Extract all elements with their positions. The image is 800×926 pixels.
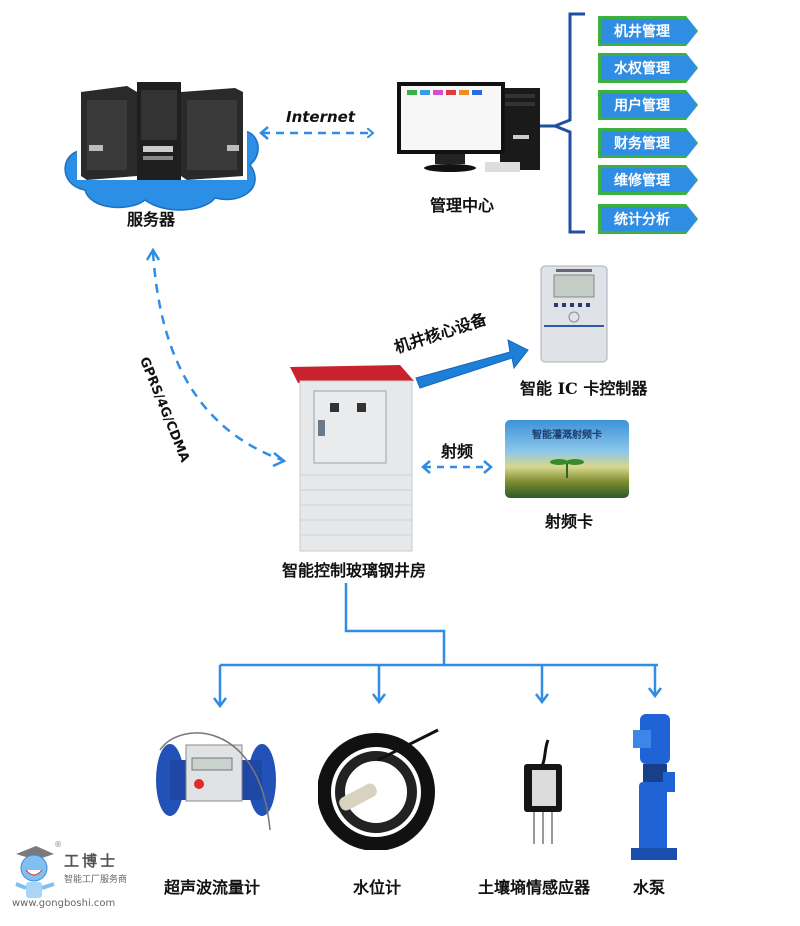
device-label: 水泵 <box>633 878 666 897</box>
internet-link-label: Internet <box>286 108 356 126</box>
menu-item-label: 维修管理 <box>614 173 670 189</box>
device-flow-meter[interactable]: 超声波流量计 <box>150 720 290 900</box>
device-water-level[interactable]: 水位计 <box>317 720 448 900</box>
logo-url[interactable]: www.gongboshi.com <box>12 898 116 909</box>
rf-link-arrow <box>421 460 493 474</box>
well-house-icon <box>290 365 414 552</box>
well-house-node[interactable]: 智能控制玻璃钢井房 <box>280 365 450 580</box>
sprout-icon <box>550 459 584 478</box>
management-center-node[interactable]: 管理中心 <box>395 80 545 215</box>
menu-item-shape <box>598 16 698 46</box>
menu-item-water-rights[interactable]: 水权管理 <box>598 53 698 83</box>
menu-item-label: 统计分析 <box>614 212 670 228</box>
menu-item-shape <box>598 204 698 234</box>
menu-item-shape <box>598 128 698 158</box>
ic-controller-node[interactable]: 智能 IC 卡控制器 <box>520 265 660 400</box>
internet-link-arrow <box>259 126 372 140</box>
menu-item-shape <box>598 53 698 83</box>
soil-moisture-sensor-icon <box>524 739 562 844</box>
rf-link-label: 射频 <box>441 442 474 461</box>
ic-controller-icon <box>540 265 608 363</box>
menu-item-label: 用户管理 <box>614 98 670 114</box>
server-rack-icon <box>77 80 247 180</box>
rf-card-title: 智能灌溉射频卡 <box>532 430 602 441</box>
rf-card-label: 射频卡 <box>545 512 594 531</box>
ic-controller-label: 智能 IC 卡控制器 <box>520 379 648 398</box>
device-water-pump[interactable]: 水泵 <box>625 710 705 900</box>
computer-icon <box>397 82 540 172</box>
flow-meter-icon <box>156 732 276 831</box>
water-level-sensor-icon <box>317 728 439 851</box>
menu-item-well-management[interactable]: 机井管理 <box>598 16 698 46</box>
menu-item-label: 财务管理 <box>614 136 670 152</box>
rf-card-image: 智能灌溉射频卡 <box>505 420 629 498</box>
server-node[interactable]: 服务器 <box>55 80 270 229</box>
menu-item-statistics[interactable]: 统计分析 <box>598 204 698 234</box>
rf-card-node[interactable]: 智能灌溉射频卡 射频卡 <box>505 420 635 531</box>
brand-logo: ® 工博士 智能工厂服务商 www.gongboshi.com <box>6 840 151 920</box>
menu-item-label: 水权管理 <box>614 61 670 77</box>
device-label: 超声波流量计 <box>164 878 261 897</box>
device-label: 土壤墒情感应器 <box>478 878 591 897</box>
water-pump-icon <box>631 714 677 860</box>
menu-item-user-management[interactable]: 用户管理 <box>598 90 698 120</box>
core-device-arrow <box>415 339 529 389</box>
menu-item-label: 机井管理 <box>614 24 670 40</box>
well-house-label: 智能控制玻璃钢井房 <box>282 561 427 580</box>
registered-mark: ® <box>54 840 62 849</box>
menu-bracket <box>550 12 585 234</box>
distribution-tree <box>213 583 662 709</box>
menu-item-maintenance[interactable]: 维修管理 <box>598 165 698 195</box>
menu-item-shape <box>598 90 698 120</box>
management-center-label: 管理中心 <box>430 196 495 215</box>
server-label: 服务器 <box>127 210 176 229</box>
device-soil-sensor[interactable]: 土壤墒情感应器 <box>478 720 618 900</box>
logo-brand-name: 工博士 <box>64 852 119 870</box>
menu-item-finance[interactable]: 财务管理 <box>598 128 698 158</box>
menu-item-shape <box>598 165 698 195</box>
wireless-link-arrow <box>145 247 287 468</box>
mascot-icon <box>15 846 55 898</box>
device-label: 水位计 <box>353 878 402 897</box>
logo-tagline: 智能工厂服务商 <box>64 875 128 885</box>
